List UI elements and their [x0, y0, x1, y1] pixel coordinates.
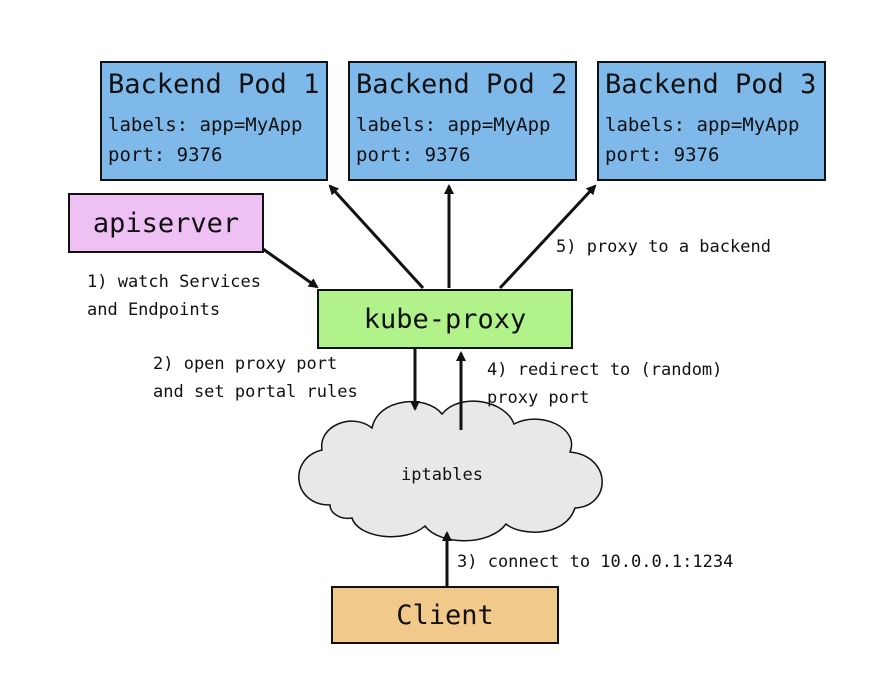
iptables-node: iptables	[298, 400, 603, 542]
iptables-cloud-shape	[298, 400, 603, 542]
backend-pod-1-labels: labels: app=MyApp	[108, 114, 302, 136]
step-2-label: 2) open proxy port and set portal rules	[153, 354, 358, 402]
step-2-line-1: 2) open proxy port	[153, 354, 337, 374]
arrow-kube-proxy-to-pod-1	[328, 184, 425, 290]
client-box	[331, 586, 559, 644]
backend-pod-1-title: Backend Pod 1	[108, 69, 319, 100]
step-4-line-1: 4) redirect to (random)	[487, 360, 722, 380]
step-1-label: 1) watch Services and Endpoints	[87, 272, 261, 320]
backend-pod-3-title: Backend Pod 3	[605, 69, 816, 100]
backend-pod-3-labels: labels: app=MyApp	[605, 114, 799, 136]
apiserver-box	[68, 193, 264, 253]
apiserver-label: apiserver	[93, 208, 239, 239]
step-5-label: 5) proxy to a backend	[556, 237, 771, 257]
backend-pod-3: Backend Pod 3 labels: app=MyApp port: 93…	[597, 61, 826, 181]
step-5-line-1: 5) proxy to a backend	[556, 237, 771, 257]
step-4-label: 4) redirect to (random) proxy port	[487, 360, 722, 408]
client-label: Client	[396, 600, 494, 631]
kube-proxy-box	[317, 289, 573, 349]
backend-pod-2-port: port: 9376	[356, 144, 470, 166]
step-3-line-1: 3) connect to 10.0.0.1:1234	[457, 552, 733, 572]
backend-pod-2-labels: labels: app=MyApp	[356, 114, 550, 136]
iptables-label: iptables	[401, 465, 483, 485]
step-4-line-2: proxy port	[487, 388, 589, 408]
arrow-kube-proxy-to-pod-3	[498, 184, 597, 290]
client-node: Client	[331, 586, 559, 644]
backend-pod-2: Backend Pod 2 labels: app=MyApp port: 93…	[348, 61, 577, 181]
backend-pod-1-port: port: 9376	[108, 144, 222, 166]
backend-pod-2-box	[348, 61, 577, 181]
backend-pod-1: Backend Pod 1 labels: app=MyApp port: 93…	[100, 61, 328, 181]
kube-proxy-node: kube-proxy	[317, 289, 573, 349]
kube-proxy-label: kube-proxy	[364, 304, 527, 335]
arrow-apiserver-to-kube-proxy	[262, 247, 319, 289]
step-3-label: 3) connect to 10.0.0.1:1234	[457, 552, 733, 572]
backend-pod-1-box	[100, 61, 328, 181]
apiserver-node: apiserver	[68, 193, 264, 253]
backend-pod-3-box	[597, 61, 826, 181]
step-1-line-2: and Endpoints	[87, 300, 220, 320]
backend-pod-3-port: port: 9376	[605, 144, 719, 166]
backend-pod-2-title: Backend Pod 2	[356, 69, 567, 100]
step-2-line-2: and set portal rules	[153, 382, 358, 402]
step-1-line-1: 1) watch Services	[87, 272, 261, 292]
